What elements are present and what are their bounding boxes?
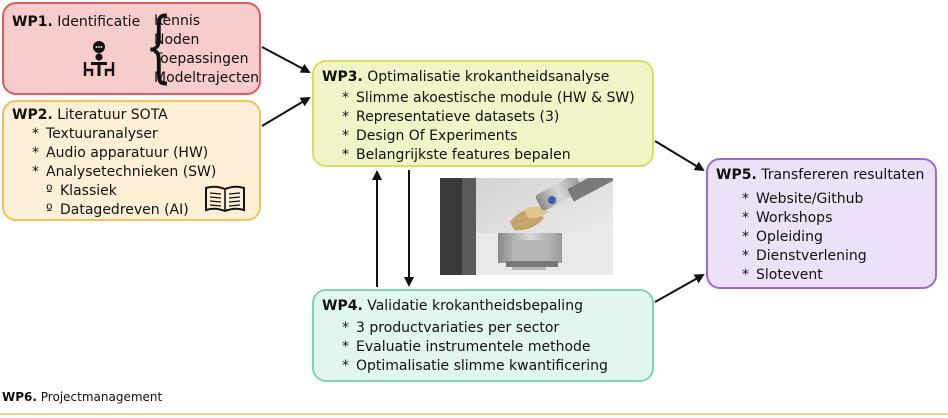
wp1-items: Kennis Noden Toepassingen Modeltrajecten: [154, 12, 259, 88]
wp2-items: *Textuuranalyser *Audio apparatuur (HW) …: [32, 125, 216, 220]
bullet-mark: *: [342, 128, 349, 144]
wp1-code: WP1.: [12, 14, 53, 30]
wp1-item: Kennis: [154, 13, 201, 29]
wp4-item-text: Optimalisatie slimme kwantificering: [356, 358, 608, 374]
wp5-code: WP5.: [716, 167, 757, 183]
bullet-mark: º: [46, 183, 53, 199]
wp4-item: * 3 productvariaties per sector: [342, 319, 608, 338]
wp2-subitem: º Datagedreven (AI): [32, 201, 216, 220]
wp4-item-text: Evaluatie instrumentele methode: [356, 339, 591, 355]
wp4-title: WP4. Validatie krokantheidsbepaling: [322, 297, 583, 316]
wp2-subitem-text: Klassiek: [60, 183, 117, 199]
wp5-title-text: Transfereren resultaten: [761, 167, 925, 183]
wp2-code: WP2.: [12, 107, 53, 123]
arrow-wp3-to-wp5: [654, 140, 705, 172]
wp2-item-text: Analysetechnieken (SW): [46, 164, 217, 180]
texture-analyser-photo: [440, 178, 613, 275]
wp3-items: * Slimme akoestische module (HW & SW) * Re…: [342, 89, 635, 165]
wp2-title-text: Literatuur SOTA: [57, 107, 168, 123]
wp1-box: WP1. Identificatie { Kennis Noden Toepas…: [2, 2, 261, 95]
wp2-item: * Audio apparatuur (HW): [32, 144, 216, 163]
bullet-mark: *: [32, 126, 39, 142]
wp4-title-text: Validatie krokantheidsbepaling: [367, 298, 583, 314]
open-book-icon: [205, 185, 245, 213]
wp5-item: * Website/Github: [742, 190, 867, 209]
wp5-item: * Workshops: [742, 209, 867, 228]
wp2-item: * Analysetechnieken (SW): [32, 163, 216, 182]
bullet-mark: *: [342, 109, 349, 125]
wp5-item-text: Website/Github: [756, 191, 864, 207]
wp3-item: * Slimme akoestische module (HW & SW): [342, 89, 635, 108]
wp5-item: * Opleiding: [742, 228, 867, 247]
wp2-subitem: º Klassiek: [32, 182, 216, 201]
bullet-mark: *: [342, 90, 349, 106]
wp4-item: * Optimalisatie slimme kwantificering: [342, 357, 608, 376]
wp5-title: WP5. Transfereren resultaten: [716, 166, 924, 185]
bullet-mark: *: [742, 210, 749, 226]
bullet-mark: *: [32, 145, 39, 161]
wp3-box: WP3. Optimalisatie krokantheidsanalyse *…: [312, 60, 654, 167]
wp5-item-text: Slotevent: [756, 267, 823, 283]
wp2-subitem-text: Datagedreven (AI): [60, 202, 189, 218]
wp3-item-text: Belangrijkste features bepalen: [356, 147, 571, 163]
wp3-title-text: Optimalisatie krokantheidsanalyse: [367, 69, 610, 85]
wp3-item: * Design Of Experiments: [342, 127, 635, 146]
arrow-wp2-to-wp3: [261, 96, 311, 127]
wp6-code: WP6.: [2, 390, 37, 404]
wp4-code: WP4.: [322, 298, 363, 314]
wp3-item-text: Design Of Experiments: [356, 128, 518, 144]
wp5-item-text: Workshops: [756, 210, 833, 226]
wp2-title: WP2. Literatuur SOTA: [12, 106, 168, 125]
wp5-item: * Dienstverlening: [742, 247, 867, 266]
wp5-item-text: Opleiding: [756, 229, 823, 245]
bullet-mark: *: [742, 229, 749, 245]
wp3-title: WP3. Optimalisatie krokantheidsanalyse: [322, 68, 609, 87]
wp6-label: WP6. Projectmanagement: [2, 389, 162, 405]
wp1-title-text: Identificatie: [57, 14, 141, 30]
bullet-mark: *: [342, 358, 349, 374]
wp4-box: WP4. Validatie krokantheidsbepaling * 3 p…: [312, 289, 654, 382]
wp1-item: Toepassingen: [154, 51, 249, 67]
wp4-item: * Evaluatie instrumentele methode: [342, 338, 608, 357]
wp5-items: * Website/Github * Workshops * Opleiding * D…: [742, 190, 867, 285]
wp1-title: WP1. Identificatie: [12, 13, 140, 32]
bullet-mark: *: [742, 248, 749, 264]
bullet-mark: º: [46, 202, 53, 218]
wp3-item: * Belangrijkste features bepalen: [342, 146, 635, 165]
arrow-wp1-to-wp3: [261, 46, 311, 73]
wp5-item-text: Dienstverlening: [756, 248, 867, 264]
bullet-mark: *: [742, 267, 749, 283]
wp5-box: WP5. Transfereren resultaten * Website/Gi…: [706, 158, 937, 289]
wp1-brace: {: [145, 2, 173, 92]
bullet-mark: *: [32, 164, 39, 180]
wp6-title-text: Projectmanagement: [40, 390, 163, 404]
wp2-box: WP2. Literatuur SOTA * Textuuranalyser * A…: [2, 100, 261, 221]
arrow-wp4-to-wp5: [654, 274, 705, 303]
meeting-person-icon: [83, 41, 115, 76]
wp6-divider-line: [0, 413, 948, 415]
bullet-mark: *: [342, 339, 349, 355]
wp1-item: Noden: [154, 32, 200, 48]
bullet-mark: *: [742, 191, 749, 207]
wp3-item: * Representatieve datasets (3): [342, 108, 635, 127]
bullet-mark: *: [342, 147, 349, 163]
bullet-mark: *: [342, 320, 349, 336]
wp2-item-text: Textuuranalyser: [46, 126, 158, 142]
wp3-code: WP3.: [322, 69, 363, 85]
wp2-item: * Textuuranalyser: [32, 125, 216, 144]
wp4-item-text: 3 productvariaties per sector: [356, 320, 560, 336]
wp1-item: Modeltrajecten: [154, 70, 260, 86]
wp3-item-text: Slimme akoestische module (HW & SW): [356, 90, 635, 106]
wp4-items: * 3 productvariaties per sector * Evaluati…: [342, 319, 608, 376]
wp3-item-text: Representatieve datasets (3): [356, 109, 560, 125]
wp5-item: * Slotevent: [742, 266, 867, 285]
wp2-item-text: Audio apparatuur (HW): [46, 145, 209, 161]
